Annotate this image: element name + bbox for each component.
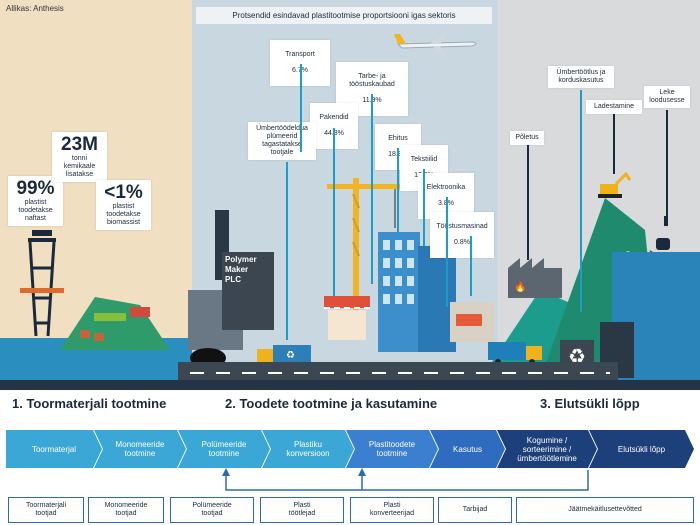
garbage-truck-icon (488, 342, 542, 365)
stat-biomass-value: <1% (104, 182, 143, 203)
flow-step-product-manufacturing: Plastitoodete tootmine (346, 430, 438, 468)
flow-step-plastic-conversion: Plastiku konversioon (262, 430, 354, 468)
shop-icon (450, 302, 494, 342)
apartment-building (418, 246, 456, 352)
phase-3-title: 3. Elutsükli lõpp (540, 396, 640, 411)
electronics-line (446, 197, 448, 307)
textiles-line (423, 169, 425, 246)
recycled-polymers-line (286, 162, 288, 340)
transport-line (300, 64, 302, 152)
flow-step-raw-material: Toormaterjal (6, 430, 102, 468)
litter-icon (656, 216, 670, 250)
actor-monomer-producers: Monomeeride tootjad (88, 497, 164, 523)
feedback-loop (222, 468, 589, 491)
recycling-label: Ümbertöötlus ja korduskasutus (548, 66, 614, 88)
flow-step-monomer-production: Monomeeride tootmine (94, 430, 186, 468)
office-building (378, 232, 420, 352)
actor-plastic-converters: Plasti konverteerijad (350, 497, 434, 523)
sector-electronics-name: Elektroonika (426, 184, 466, 191)
airplane-icon (394, 30, 477, 58)
sector-construction-name: Ehitus (388, 135, 408, 142)
svg-text:♻: ♻ (286, 350, 295, 361)
stat-biomass-text: plastist toodetakse biomassist (106, 203, 141, 226)
stat-oil-value: 99% (16, 178, 55, 199)
sector-chart-title: Protsendid esindavad plastitootmise prop… (196, 7, 492, 24)
packaging-line (333, 128, 335, 296)
leakage-label: Leke loodusesse (644, 86, 690, 108)
source-note: Allikas: Anthesis (6, 4, 64, 13)
phase-2-title: 2. Toodete tootmine ja kasutamine (225, 396, 438, 411)
flow-step-end-of-life: Elutsükli lõpp (589, 430, 694, 468)
stat-oil: 99% plastist toodetakse naftast (8, 176, 63, 226)
stat-biomass: <1% plastist toodetakse biomassist (96, 180, 151, 230)
lifecycle-illustration: Polymer Maker PLC ♻ (0, 0, 700, 390)
construction-line (397, 148, 399, 232)
actor-plastic-processors: Plasti töötlejad (260, 497, 344, 523)
crane-icon (327, 178, 411, 318)
incinerator-icon: 🔥 (508, 258, 562, 298)
svg-text:🔥: 🔥 (514, 280, 526, 293)
leakage-line (666, 110, 668, 220)
industrial-machinery-line (470, 236, 472, 296)
stat-chemicals-text: tonni kemikaale lisatakse (63, 155, 96, 178)
recycling-line (580, 90, 582, 312)
sector-consumer-goods-name: Tarbe- ja tööstuskaubad (349, 73, 395, 88)
oil-rig-icon (20, 230, 64, 337)
sector-transport-name: Transport (285, 51, 315, 58)
refinery-island (60, 297, 170, 350)
factory-sign: Polymer Maker PLC (222, 252, 274, 330)
actor-consumers: Tarbijad (438, 497, 512, 523)
flow-step-polymer-production: Polümeeride tootmine (178, 430, 270, 468)
sector-industrial-machinery-value: 0.8% (454, 239, 470, 246)
actor-raw-material-producers: Toormaterjali tootjad (8, 497, 84, 523)
flow-step-collection: Kogumine / sorteerimine / ümbertöötlemin… (497, 430, 597, 468)
market-stall-icon (324, 296, 370, 340)
landfill-line (613, 114, 615, 174)
sector-packaging-name: Pakendid (319, 114, 349, 121)
incineration-line (527, 145, 529, 260)
incineration-label: Põletus (510, 131, 544, 145)
ground-strip (0, 380, 700, 390)
excavator-icon (598, 172, 632, 198)
flow-step-use: Kasutus (430, 430, 505, 468)
recycled-polymers-label: Ümbertöödeldua plümeerid tagastatakse to… (248, 122, 316, 160)
stat-chemicals-value: 23M (61, 134, 98, 155)
actor-waste-management: Jäätmekäitlusettevõtted (516, 497, 694, 523)
phase-1-title: 1. Toormaterjali tootmine (12, 396, 167, 411)
landfill-label: Ladestamine (586, 100, 642, 114)
sector-industrial-machinery-name: Tööstusmasinad (436, 223, 488, 230)
road-marking (190, 372, 610, 374)
actor-polymer-producers: Polümeeride tootjad (170, 497, 254, 523)
sector-industrial-machinery: Tööstusmasinad 0.8% (430, 212, 494, 258)
consumer-goods-line (371, 94, 373, 284)
sector-textiles-name: Tekstiilid (410, 156, 438, 163)
stat-oil-text: plastist toodetakse naftast (18, 199, 53, 222)
stat-chemicals: 23M tonni kemikaale lisatakse (52, 132, 107, 182)
